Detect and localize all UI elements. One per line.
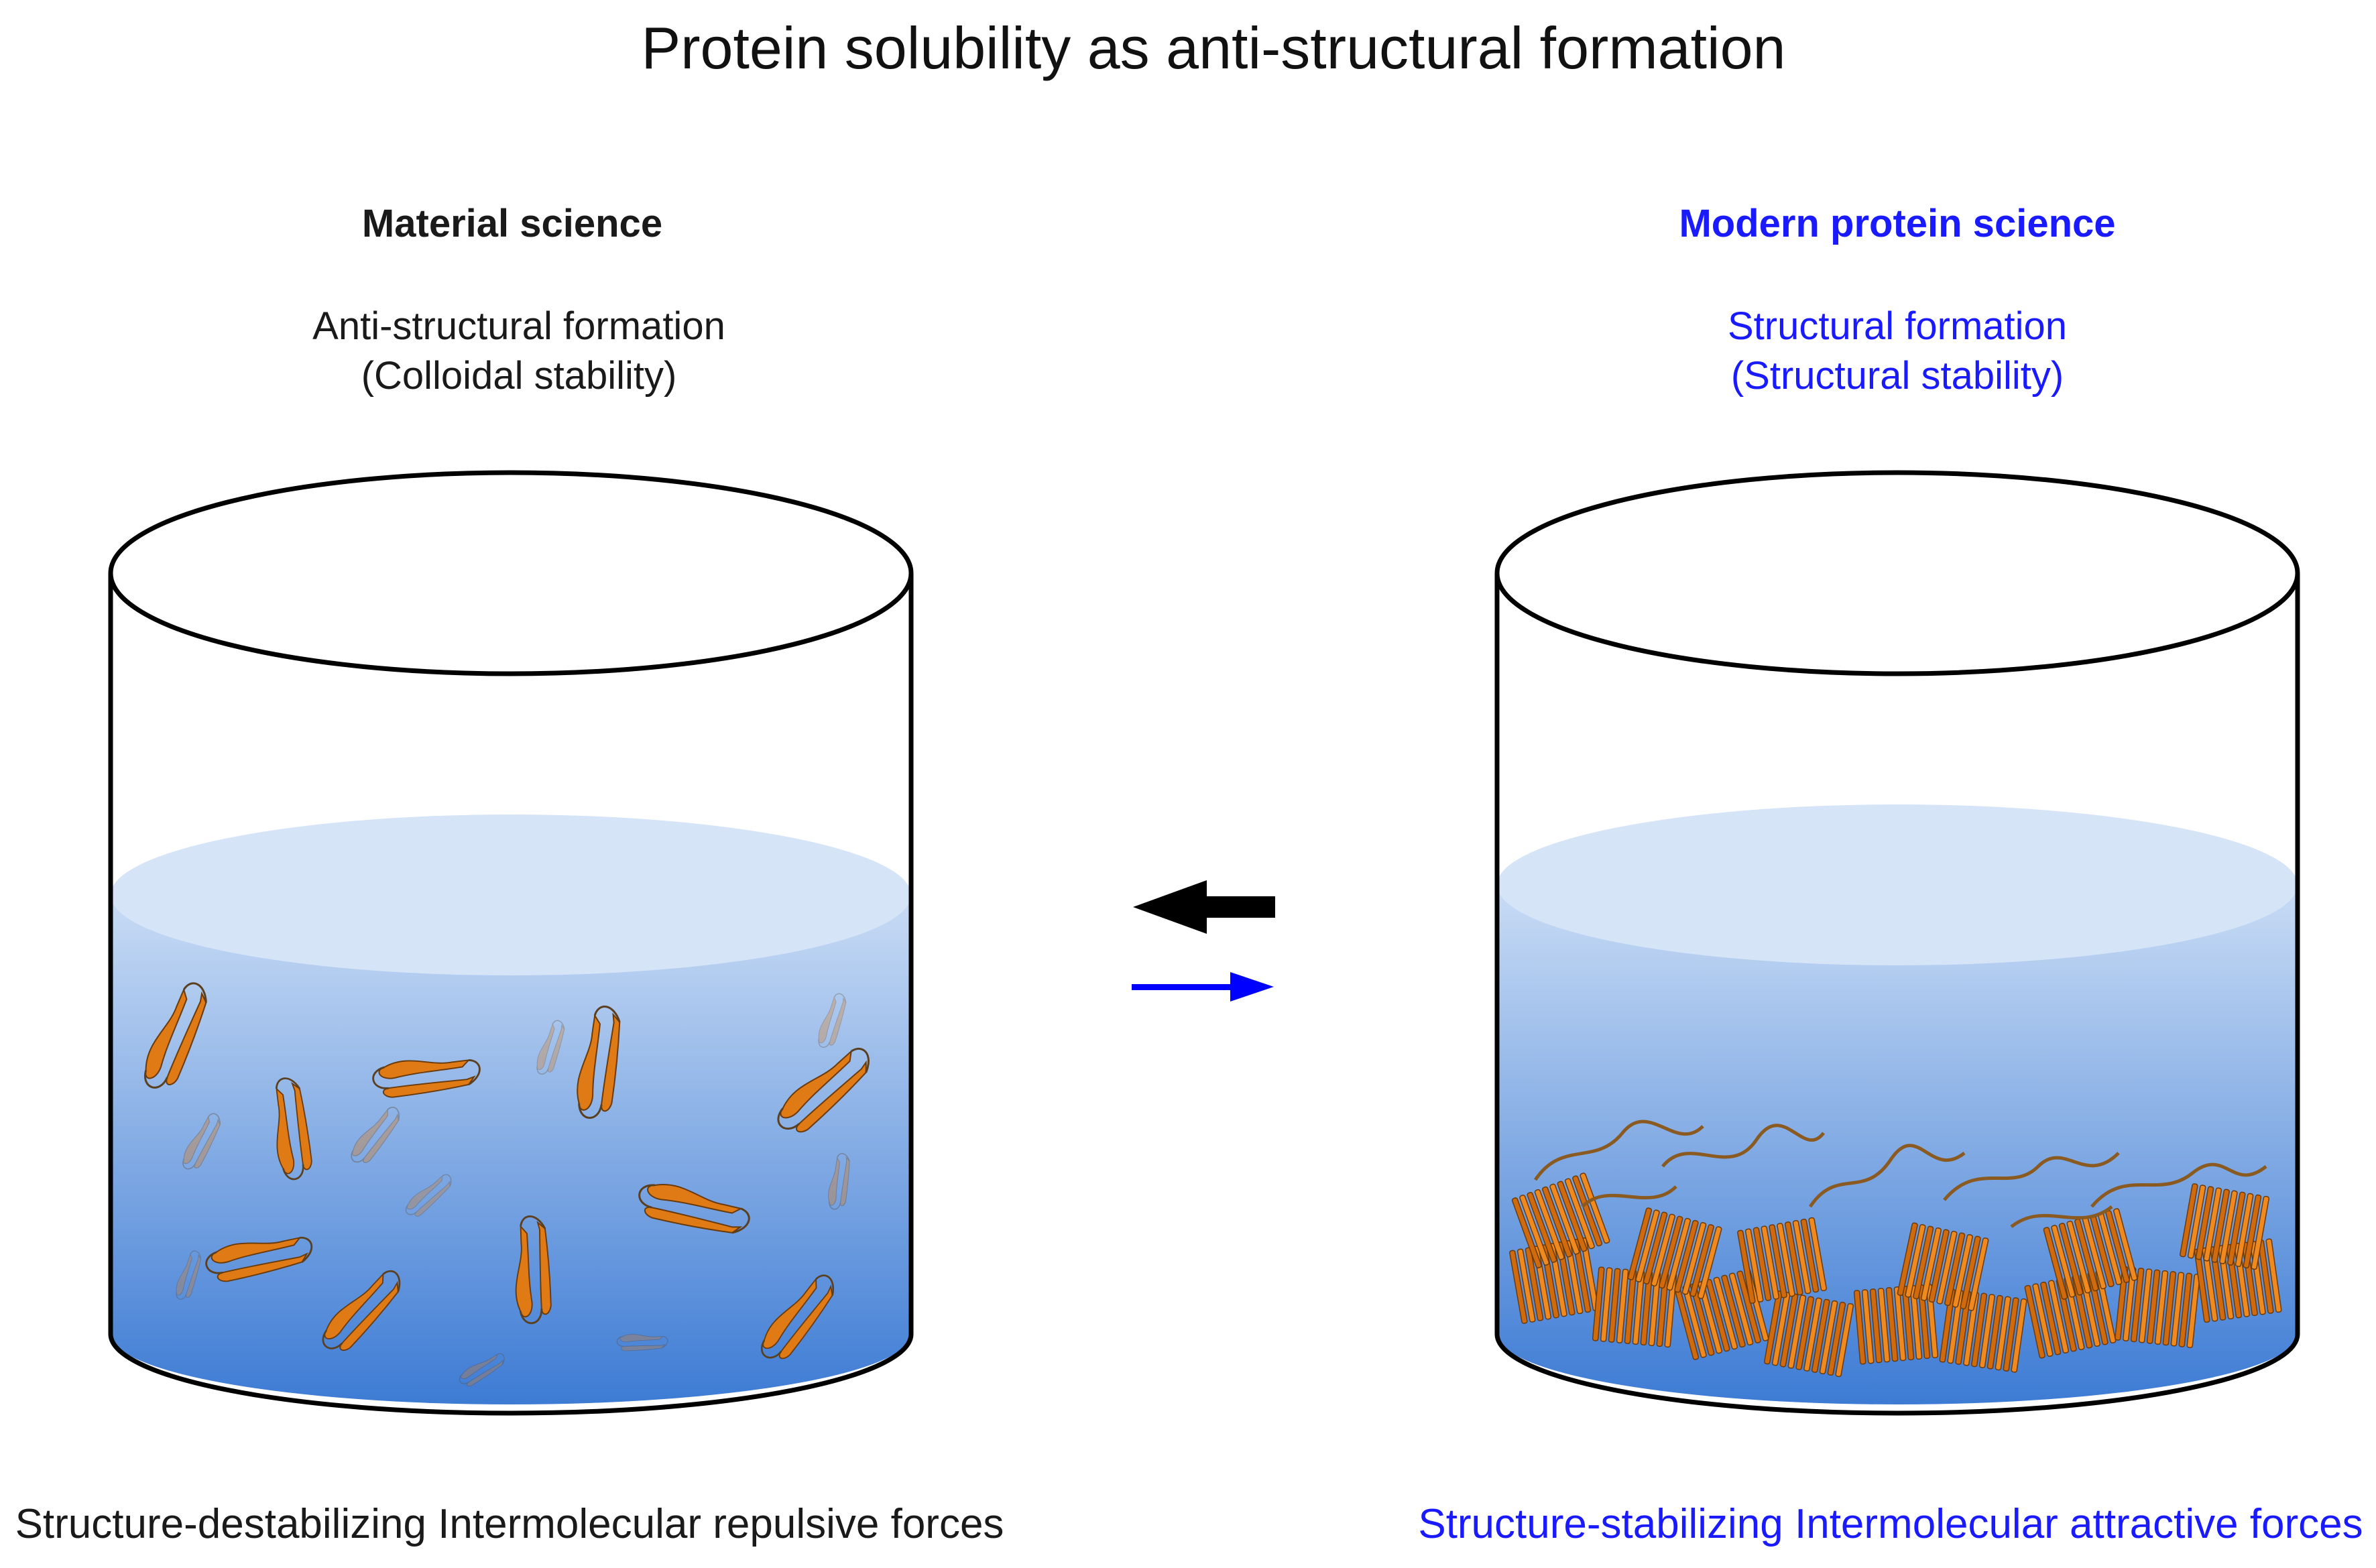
fibril-bundle [1853,1283,1939,1365]
dispersed-protein [818,993,847,1048]
dispersed-protein [459,1353,505,1387]
left-dispersed-proteins [143,982,870,1387]
left-panel-footer: Structure-destabilizing Intermolecular r… [15,1501,1004,1547]
dispersed-protein [536,1020,565,1075]
left-beaker-wall [108,573,914,1416]
dispersed-protein [760,1274,835,1360]
right-arrow [1132,972,1274,1002]
fibril-bundle [1627,1207,1722,1299]
fibril-tangles [1533,1120,2267,1228]
right-beaker-rim [1494,470,2300,676]
left-panel-subtitle: Anti-structural formation (Colloidal sta… [312,302,725,401]
dispersed-protein [638,1183,750,1234]
figure-title: Protein solubility as anti-structural fo… [641,15,1786,81]
fibril-bundle [2043,1208,2138,1300]
right-panel-heading: Modern protein science [1679,202,2116,245]
right-subtitle-line1: Structural formation [1727,304,2068,348]
left-liquid-body [111,895,911,1404]
fibril-bundle [1764,1290,1854,1378]
left-liquid-surface [111,815,911,975]
right-panel-subtitle: Structural formation (Structural stabili… [1728,302,2067,401]
dispersed-protein [372,1059,481,1098]
left-subtitle-line2: (Colloidal stability) [361,354,677,398]
fibril-bundle [2115,1266,2200,1349]
left-beaker-rim [108,470,914,676]
dispersed-protein [276,1077,312,1181]
right-aggregated-fibrils [1509,1120,2282,1378]
dispersed-protein [205,1236,313,1282]
left-arrow [1133,880,1275,934]
dispersed-protein [828,1153,850,1210]
dispersed-protein [176,1250,202,1300]
dispersed-protein [515,1215,552,1325]
fibril-bundle [1737,1217,1827,1304]
dispersed-protein [405,1174,452,1217]
dispersed-protein [577,1006,621,1120]
left-beaker [108,470,914,1416]
dispersed-protein [777,1047,870,1133]
dispersed-protein [322,1270,401,1351]
fibril-bundle [1939,1288,2027,1373]
right-beaker [1494,470,2300,1416]
left-panel-heading: Material science [361,202,663,245]
left-subtitle-line1: Anti-structural formation [312,304,725,348]
fibril-bundle [1897,1222,1989,1311]
right-subtitle-line2: (Structural stability) [1730,354,2064,398]
dispersed-protein [143,982,207,1089]
fibril-bundle [2180,1183,2269,1270]
right-beaker-wall [1494,573,2300,1416]
fibril-bundle [1509,1237,1599,1324]
right-panel-footer: Structure-stabilizing Intermolecular att… [1418,1501,2363,1547]
right-liquid-surface [1497,804,2298,965]
fibril-bundle [1674,1268,1769,1360]
fibril-bundle [1592,1266,1677,1348]
dispersed-protein [616,1333,668,1351]
fibril-bundle [1511,1172,1610,1269]
dispersed-protein [182,1113,221,1170]
dispersed-protein [351,1106,400,1163]
